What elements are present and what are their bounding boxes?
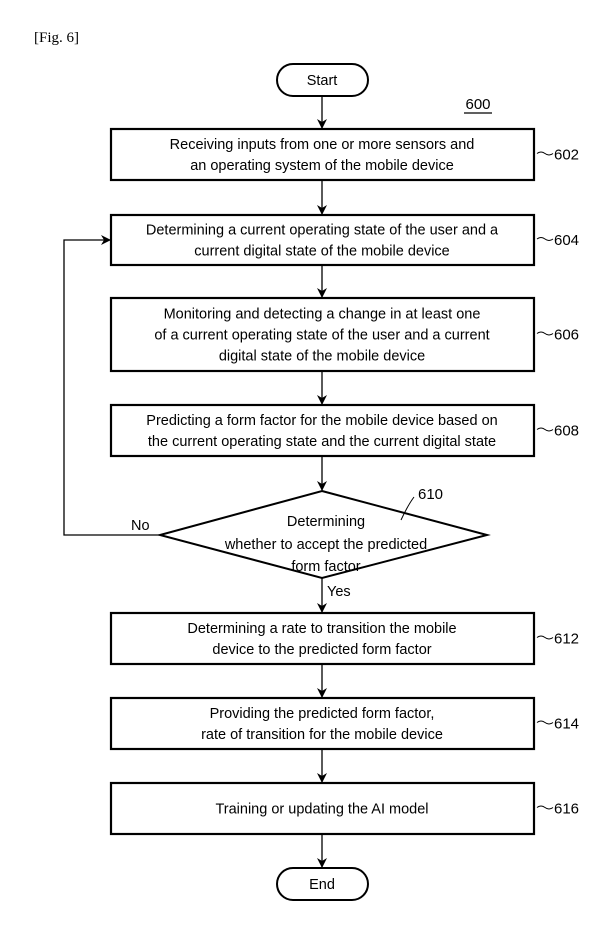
step-text-line: the current operating state and the curr… xyxy=(148,434,496,450)
step-text-line: Receiving inputs from one or more sensor… xyxy=(170,137,475,153)
decision-610: Determining whether to accept the predic… xyxy=(131,486,491,600)
decision-diamond xyxy=(156,489,491,580)
step-612: Determining a rate to transition the mob… xyxy=(109,611,579,666)
ref-leader xyxy=(536,237,554,241)
ref-leader xyxy=(536,427,554,432)
step-ref: 604 xyxy=(554,232,579,249)
step-box xyxy=(109,611,536,666)
step-ref: 616 xyxy=(554,801,579,818)
step-text-line: rate of transition for the mobile device xyxy=(201,727,443,743)
step-box xyxy=(109,696,536,751)
connectors xyxy=(63,96,327,868)
decision-ref: 610 xyxy=(418,486,443,503)
step-box xyxy=(109,127,536,182)
step-text-line: Determining a current operating state of… xyxy=(146,223,499,239)
decision-line-1: Determining xyxy=(287,514,365,530)
process-steps: Receiving inputs from one or more sensor… xyxy=(109,127,579,836)
step-text-line: Providing the predicted form factor, xyxy=(210,706,435,722)
ref-leader xyxy=(536,720,554,725)
step-ref: 602 xyxy=(554,147,579,164)
step-text-line: Determining a rate to transition the mob… xyxy=(187,621,456,637)
no-label: No xyxy=(131,518,150,534)
yes-label: Yes xyxy=(327,584,351,600)
step-602: Receiving inputs from one or more sensor… xyxy=(109,127,579,182)
step-text-line: Predicting a form factor for the mobile … xyxy=(146,413,497,429)
step-text-line: Training or updating the AI model xyxy=(215,802,428,818)
no-loop-arrow xyxy=(63,235,160,536)
step-box xyxy=(109,781,536,836)
step-text-line: device to the predicted form factor xyxy=(212,642,431,658)
step-text-line: an operating system of the mobile device xyxy=(190,158,454,174)
step-box xyxy=(109,403,536,458)
step-608: Predicting a form factor for the mobile … xyxy=(109,403,579,458)
step-box xyxy=(109,296,536,373)
figure-number: 600 xyxy=(465,96,490,113)
end-terminal: End xyxy=(276,867,369,901)
step-text-line: of a current operating state of the user… xyxy=(154,328,489,344)
step-604: Determining a current operating state of… xyxy=(109,213,579,267)
decision-line-3: form factor xyxy=(291,559,360,575)
start-label: Start xyxy=(307,73,338,89)
step-ref: 612 xyxy=(554,631,579,648)
step-text-line: digital state of the mobile device xyxy=(219,349,425,365)
ref-leader xyxy=(536,805,554,810)
step-box xyxy=(109,213,536,267)
decision-ref-leader xyxy=(400,496,415,521)
end-label: End xyxy=(309,877,335,893)
step-ref: 614 xyxy=(554,716,579,733)
step-ref: 606 xyxy=(554,327,579,344)
ref-leader xyxy=(536,331,554,336)
start-terminal: Start xyxy=(276,63,369,97)
step-ref: 608 xyxy=(554,423,579,440)
step-text-line: current digital state of the mobile devi… xyxy=(194,244,450,260)
ref-leader xyxy=(536,635,554,640)
step-616: Training or updating the AI model 616 xyxy=(109,781,579,836)
ref-leader xyxy=(536,151,554,156)
step-text-line: Monitoring and detecting a change in at … xyxy=(164,307,481,323)
decision-line-2: whether to accept the predicted xyxy=(224,537,427,553)
figure-label: [Fig. 6] xyxy=(34,30,79,46)
step-614: Providing the predicted form factor, rate… xyxy=(109,696,579,751)
step-606: Monitoring and detecting a change in at … xyxy=(109,296,579,373)
